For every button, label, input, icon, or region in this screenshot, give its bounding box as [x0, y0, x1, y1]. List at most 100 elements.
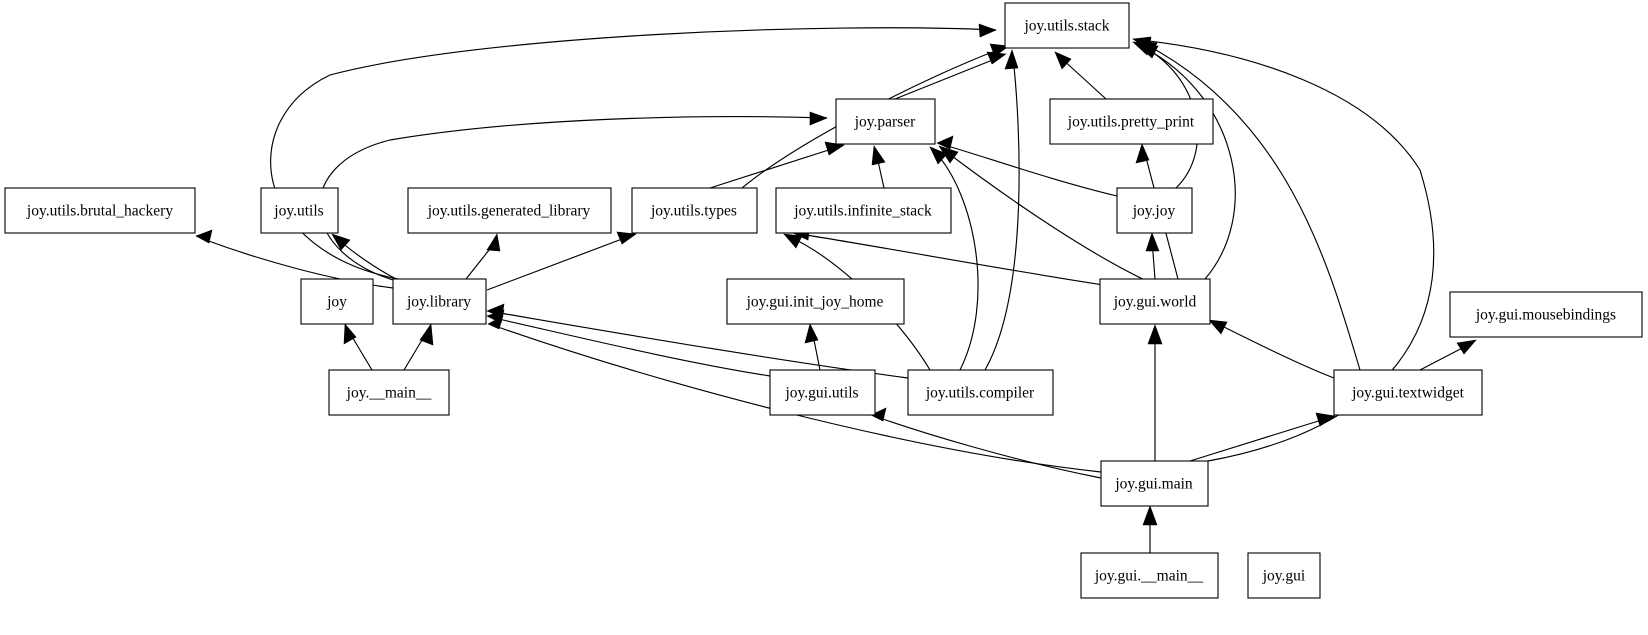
node-box-joy-gui-utils[interactable] [769, 369, 876, 416]
arrowhead-joy-gui-textwidget-to-joy-utils-stack [1137, 40, 1158, 56]
node-box-joy-utils-brutal-hackery[interactable] [4, 187, 196, 234]
node-joy-utils-compiler[interactable]: joy.utils.compiler [907, 369, 1054, 416]
arrowhead-joy-joy-to-joy-parser [936, 135, 954, 150]
edge-joy-utils-types-to-joy-parser [709, 146, 839, 189]
node-box-joy-gui-main-module[interactable] [1080, 552, 1219, 599]
node-label-joy-gui: joy.gui [1262, 568, 1306, 585]
arrowhead-joy-gui-textwidget-to-joy-gui-mousebindings [1456, 339, 1477, 355]
edge-joy-joy-to-joy-parser [943, 144, 1118, 197]
edge-joy-library-to-joy-utils-types [486, 235, 631, 291]
node-joy-utils[interactable]: joy.utils [260, 187, 339, 234]
node-box-joy-parser[interactable] [835, 98, 936, 145]
edge-joy-gui-textwidget-to-joy-gui-world [1215, 322, 1335, 379]
node-joy-parser[interactable]: joy.parser [835, 98, 936, 145]
edge-joy-parser-to-joy-utils-stack [894, 56, 1001, 100]
arrowhead-joy-gui-world-to-joy-joy [1145, 232, 1160, 252]
node-box-joy-library[interactable] [392, 278, 487, 325]
arrowhead-joy-library-to-joy-parser [809, 111, 828, 126]
arrowhead-joy-utils-compiler-to-joy-parser [929, 146, 948, 165]
node-label-joy-gui-main-module: joy.gui.__main__ [1094, 568, 1204, 585]
node-joy-gui-main[interactable]: joy.gui.main [1100, 460, 1209, 507]
node-box-joy-gui-main[interactable] [1100, 460, 1209, 507]
edge-joy-library-to-joy-parser [319, 116, 828, 283]
arrowhead-joy-gui-main-to-joy-gui-world [1147, 324, 1163, 345]
node-label-joy-gui-main: joy.gui.main [1114, 476, 1193, 493]
node-joy-gui-textwidget[interactable]: joy.gui.textwidget [1333, 369, 1483, 416]
edge-joy-gui-utils-to-joy-library [493, 317, 771, 377]
node-box-joy-utils-pretty-print[interactable] [1049, 98, 1214, 145]
node-joy-gui-init-joy-home[interactable]: joy.gui.init_joy_home [726, 278, 905, 325]
node-joy[interactable]: joy [300, 278, 374, 325]
node-label-joy-gui-utils: joy.gui.utils [784, 385, 858, 402]
node-label-joy-utils-stack: joy.utils.stack [1023, 18, 1109, 35]
edge-joy-gui-main-to-joy-utils-stack [1139, 39, 1435, 462]
node-joy-gui-utils[interactable]: joy.gui.utils [769, 369, 876, 416]
node-box-joy-utils-generated-library[interactable] [407, 187, 612, 234]
edge-joy-utils-pretty-print-to-joy-utils-stack [1059, 56, 1107, 100]
node-label-joy-gui-mousebindings: joy.gui.mousebindings [1475, 307, 1616, 324]
edge-joy-utils-compiler-to-joy-parser [934, 151, 979, 371]
arrowhead-joy-utils-pretty-print-to-joy-utils-stack [1054, 51, 1072, 70]
arrowhead-joy-library-to-joy-utils-stack [978, 23, 997, 38]
arrowhead-joy-library-to-joy-utils-types [616, 231, 637, 245]
node-box-joy-joy[interactable] [1116, 187, 1193, 234]
edge-joy-library-to-joy-utils-stack [270, 27, 997, 280]
node-box-joy-gui-textwidget[interactable] [1333, 369, 1483, 416]
node-label-joy-utils-generated-library: joy.utils.generated_library [427, 203, 591, 220]
node-joy-library[interactable]: joy.library [392, 278, 487, 325]
node-box-joy-utils-compiler[interactable] [907, 369, 1054, 416]
arrowhead-joy-gui-main-to-joy-gui-textwidget [1315, 412, 1336, 427]
node-joy-gui-mousebindings[interactable]: joy.gui.mousebindings [1449, 291, 1643, 338]
arrowhead-joy-library-to-joy-utils-brutal-hackery [195, 229, 213, 244]
node-label-joy-library: joy.library [406, 294, 471, 311]
edge-joy-gui-textwidget-to-joy-utils-stack [1144, 43, 1361, 371]
node-box-joy[interactable] [300, 278, 374, 325]
node-label-joy-utils-compiler: joy.utils.compiler [925, 385, 1035, 402]
node-box-joy-utils-stack[interactable] [1004, 2, 1130, 49]
node-joy-gui-main-module[interactable]: joy.gui.__main__ [1080, 552, 1219, 599]
arrowhead-joy-utils-infinite-stack-to-joy-parser [871, 145, 886, 166]
node-joy-utils-brutal-hackery[interactable]: joy.utils.brutal_hackery [4, 187, 196, 234]
node-joy-gui-world[interactable]: joy.gui.world [1099, 278, 1211, 325]
node-box-joy-utils-types[interactable] [631, 187, 758, 234]
node-box-joy-utils-infinite-stack[interactable] [775, 187, 952, 234]
node-joy-gui[interactable]: joy.gui [1247, 552, 1321, 599]
arrowhead-joy-gui-main-to-joy-library [487, 315, 504, 330]
node-joy-utils-infinite-stack[interactable]: joy.utils.infinite_stack [775, 187, 952, 234]
node-label-joy-main-module: joy.__main__ [346, 385, 432, 402]
node-layer: joy.utils.stack joy.parser joy.utils.pre… [4, 2, 1643, 599]
node-box-joy-gui-mousebindings[interactable] [1449, 291, 1643, 338]
edge-joy-gui-main-to-joy-gui-textwidget [1189, 417, 1329, 462]
node-label-joy-utils: joy.utils [273, 203, 323, 220]
node-joy-utils-stack[interactable]: joy.utils.stack [1004, 2, 1130, 49]
arrowhead-joy-library-to-joy-utils [331, 233, 351, 251]
arrowhead-joy-gui-utils-to-joy-gui-init-joy-home [804, 323, 819, 344]
arrowhead-joy-utils-compiler-to-joy-utils-types [783, 233, 803, 249]
arrowhead-joy-main-to-joy [343, 323, 357, 345]
arrowhead-joy-main-to-joy-library [419, 323, 434, 346]
edge-joy-gui-world-to-joy-utils-stack [1144, 47, 1236, 280]
node-box-joy-utils[interactable] [260, 187, 339, 234]
node-label-joy-parser: joy.parser [854, 114, 916, 131]
node-label-joy-utils-pretty-print: joy.utils.pretty_print [1067, 114, 1195, 131]
node-joy-utils-pretty-print[interactable]: joy.utils.pretty_print [1049, 98, 1214, 145]
arrowhead-joy-gui-textwidget-to-joy-gui-world [1208, 319, 1228, 335]
edge-joy-gui-world-to-joy-parser [943, 149, 1152, 284]
node-box-joy-gui[interactable] [1247, 552, 1321, 599]
node-box-joy-main-module[interactable] [328, 369, 450, 416]
node-box-joy-gui-init-joy-home[interactable] [726, 278, 905, 325]
node-joy-utils-generated-library[interactable]: joy.utils.generated_library [407, 187, 612, 234]
node-label-joy-utils-infinite-stack: joy.utils.infinite_stack [793, 203, 932, 220]
node-joy-main-module[interactable]: joy.__main__ [328, 369, 450, 416]
arrowhead-joy-gui-main-module-to-joy-gui-main [1142, 505, 1158, 526]
arrowhead-joy-utils-types-to-joy-utils-stack [989, 43, 1010, 57]
node-label-joy-gui-init-joy-home: joy.gui.init_joy_home [746, 294, 884, 311]
node-box-joy-gui-world[interactable] [1099, 278, 1211, 325]
node-label-joy-joy: joy.joy [1132, 203, 1176, 220]
arrowhead-joy-gui-main-to-joy-gui-utils [870, 407, 887, 422]
node-label-joy-utils-types: joy.utils.types [650, 203, 737, 220]
node-joy-joy[interactable]: joy.joy [1116, 187, 1193, 234]
edge-joy-gui-main-to-joy-gui-utils [876, 416, 1102, 479]
node-joy-utils-types[interactable]: joy.utils.types [631, 187, 758, 234]
